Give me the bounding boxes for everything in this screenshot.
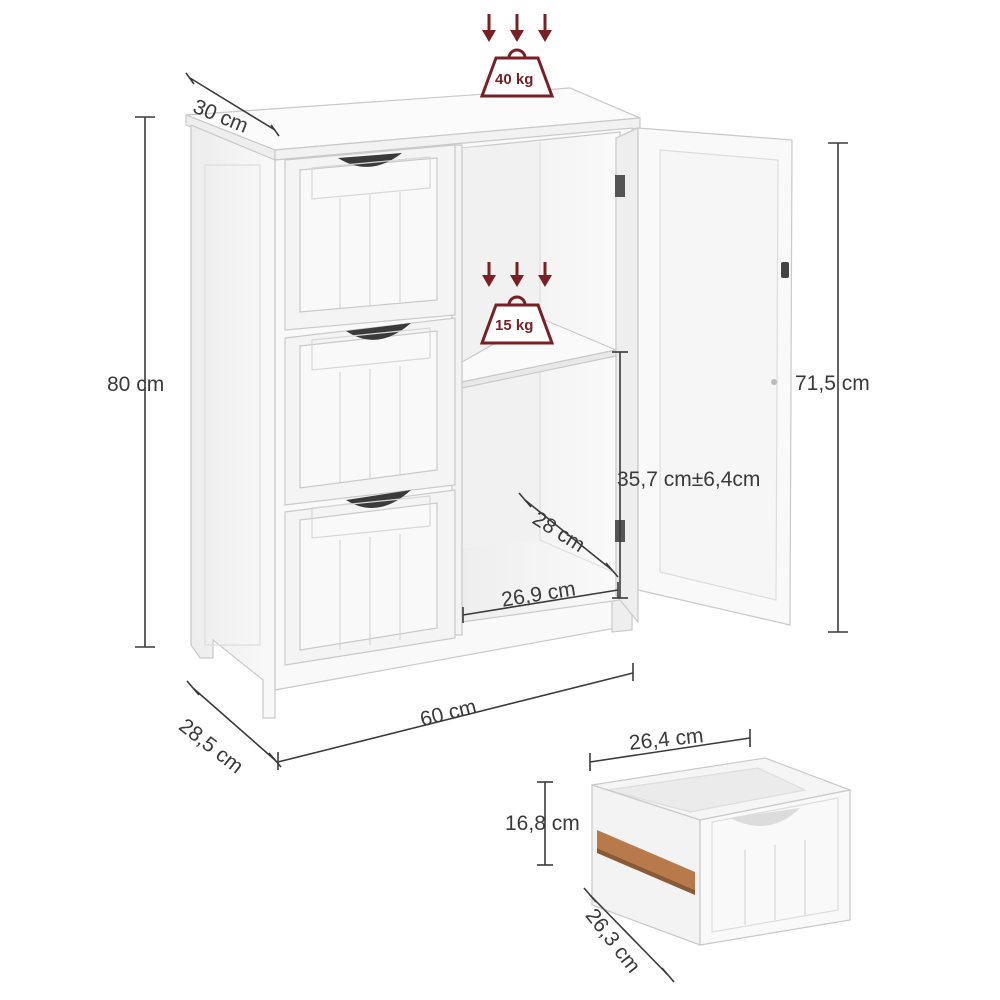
drawer-3-handle-cutout (346, 490, 411, 508)
height-label: 80 cm (107, 373, 165, 396)
dim-line-base-depth (192, 687, 276, 761)
dim-line-inner-width (462, 589, 619, 616)
cabinet-door (615, 127, 793, 626)
weight-icon-top (479, 48, 555, 98)
drawer-1 (284, 144, 456, 331)
load-capacity-top-label: 40 kg (495, 71, 534, 88)
dim-line-drawer-depth (589, 894, 669, 976)
drawer-2-handle-cutout (346, 323, 411, 340)
load-capacity-shelf-label: 15 kg (495, 317, 534, 334)
door-knob (771, 379, 777, 385)
door-magnet-catch (781, 262, 789, 278)
dim-line-top-depth (189, 77, 276, 131)
load-arrows-top (482, 14, 552, 42)
shelf-height-label: 35,7 cm±6,4cm (617, 468, 761, 491)
dim-line-width (277, 672, 634, 763)
dim-line-drawer-width (589, 737, 751, 763)
drawer-2 (284, 317, 456, 506)
drawer-3 (284, 489, 456, 666)
dim-line-inner-depth (524, 499, 613, 571)
weight-icon-shelf (479, 295, 555, 345)
drawer-height-label: 16,8 cm (505, 812, 580, 835)
drawer-1-handle-cutout (338, 153, 402, 167)
load-arrows-shelf (482, 262, 552, 287)
cabinet-left-side (190, 124, 276, 719)
drawer-wood-runner (597, 830, 695, 890)
dimension-lines (135, 72, 848, 983)
door-hinge-top (615, 175, 625, 197)
door-height-label: 71,5 cm (795, 372, 870, 395)
detached-drawer (591, 757, 853, 946)
